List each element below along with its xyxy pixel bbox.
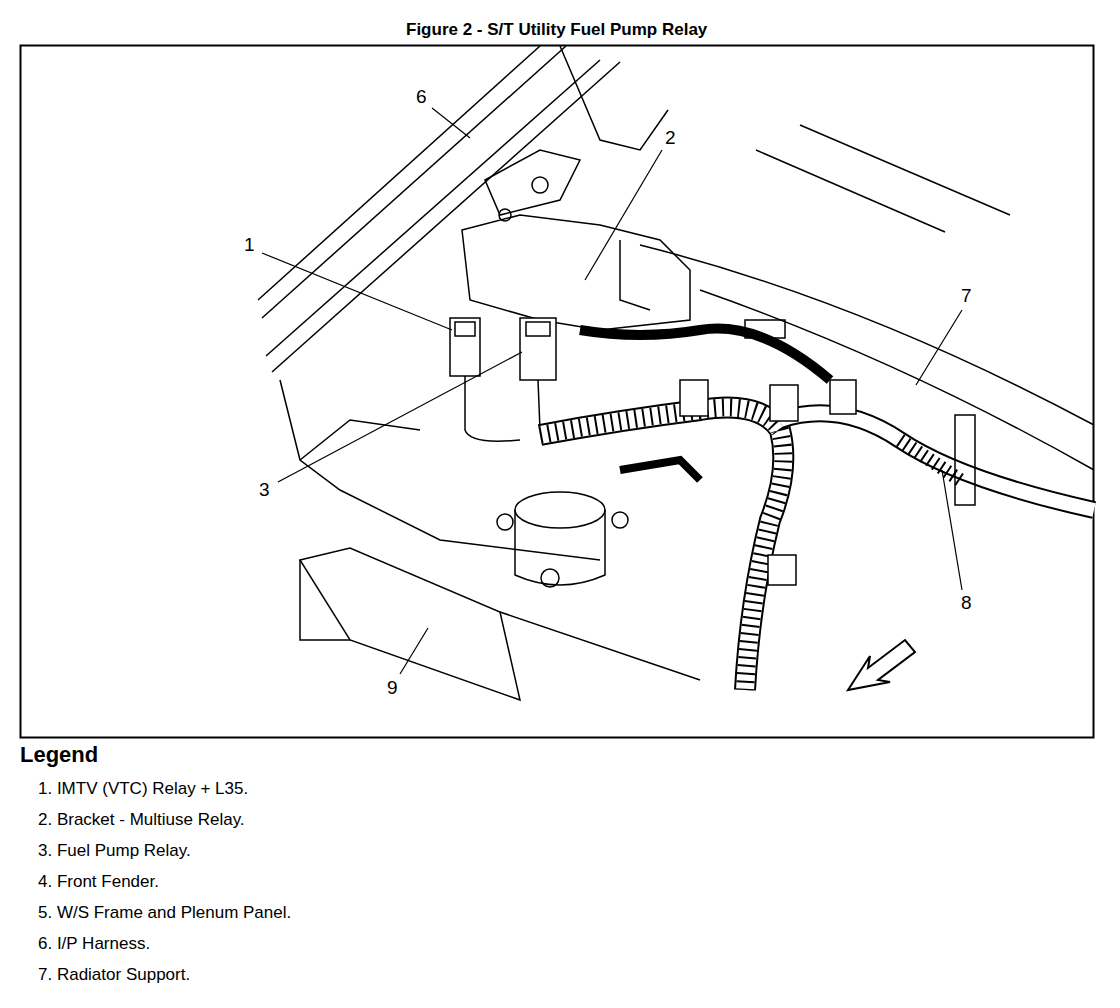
leader-line — [278, 352, 522, 482]
wiring-harness — [580, 329, 830, 380]
bolt — [499, 209, 511, 221]
radiator-support-lower — [300, 560, 350, 640]
line-art — [21, 46, 1095, 738]
relay-bracket — [462, 215, 690, 330]
relay — [450, 318, 480, 376]
radiator-support-lower — [300, 548, 520, 700]
leader-line — [432, 108, 470, 138]
legend-item: 3. Fuel Pump Relay. — [38, 841, 191, 861]
relay-top — [455, 322, 475, 336]
callout-number: 2 — [663, 127, 678, 149]
connector — [680, 380, 708, 416]
callout-number: 8 — [959, 592, 974, 614]
figure-title: Figure 2 - S/T Utility Fuel Pump Relay — [406, 20, 707, 40]
harness-corrugation — [540, 408, 783, 691]
bracket-strap — [620, 240, 650, 310]
fender-edge — [262, 46, 566, 318]
connector — [830, 380, 856, 414]
fender-edge — [266, 60, 600, 356]
legend-item: 2. Bracket - Multiuse Relay. — [38, 810, 245, 830]
fitting — [612, 512, 628, 528]
fitting — [497, 514, 513, 530]
legend-heading: Legend — [20, 742, 98, 767]
leader-line — [585, 150, 662, 280]
wiring-harness — [540, 408, 783, 691]
legend-item: 4. Front Fender. — [38, 872, 159, 892]
leader-line — [942, 470, 962, 590]
leader-line — [262, 253, 452, 330]
relay — [520, 318, 556, 380]
callout-number: 1 — [242, 234, 257, 256]
leader-line — [916, 310, 962, 385]
hood-line — [800, 125, 1010, 215]
bolt — [532, 177, 548, 193]
bracket-mount — [485, 150, 580, 215]
legend-item: 1. IMTV (VTC) Relay + L35. — [38, 779, 248, 799]
fender-edge — [272, 62, 620, 372]
legend-item: 6. I/P Harness. — [38, 934, 150, 954]
harness-bracket — [955, 415, 975, 505]
reservoir — [515, 492, 605, 528]
legend-item: 7. Radiator Support. — [38, 965, 190, 985]
callout-number: 3 — [257, 479, 272, 501]
plenum-edge — [560, 46, 668, 150]
clip-bracket — [745, 320, 785, 338]
legend-item: 5. W/S Frame and Plenum Panel. — [38, 903, 291, 923]
front-arrow — [848, 640, 915, 690]
harness-branch — [620, 460, 700, 480]
wiring-harness — [780, 413, 1094, 510]
relay-lead — [538, 380, 540, 430]
radiator-support-lower — [500, 612, 700, 680]
hood-line — [756, 150, 945, 232]
fender-well — [280, 380, 600, 560]
relay-top — [526, 322, 550, 336]
leader-line — [400, 628, 428, 674]
figure-frame — [21, 46, 1094, 738]
fitting — [541, 569, 559, 587]
reservoir — [515, 510, 605, 585]
wiring-harness — [540, 408, 783, 691]
callout-number: 7 — [959, 285, 974, 307]
radiator-support — [640, 245, 1094, 425]
fender-well — [300, 420, 420, 460]
wiring-harness — [780, 413, 1094, 510]
connector — [770, 385, 798, 421]
callout-number: 9 — [385, 677, 400, 699]
harness-clip — [768, 555, 796, 585]
callout-number: 6 — [414, 86, 429, 108]
harness-corrugation — [900, 440, 960, 480]
relay-lead — [465, 376, 520, 441]
